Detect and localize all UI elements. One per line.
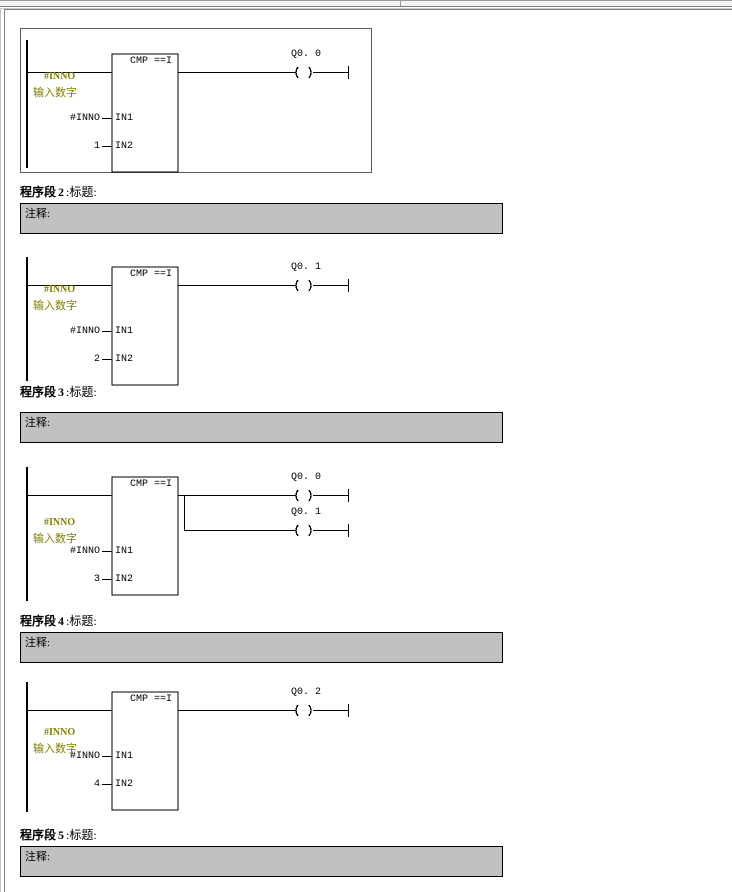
network-3-coil-2-operand[interactable]: Q0. 1 bbox=[291, 507, 322, 518]
network-3-symbol-name: #INNO bbox=[44, 517, 76, 528]
network-4-comment-box[interactable]: 注释: bbox=[20, 632, 503, 663]
network-2-title: 标题: bbox=[69, 185, 97, 199]
network-5-prefix: 程序段 bbox=[20, 828, 57, 842]
network-2-number: 2 bbox=[58, 185, 65, 199]
network-2-coil-1-operand[interactable]: Q0. 1 bbox=[291, 262, 322, 273]
network-2-rung[interactable]: CMP ==I IN1 IN2 #INNO 输入数字 #INNO 2 Q0. 1 bbox=[6, 249, 386, 394]
network-2-prefix: 程序段 bbox=[20, 185, 57, 199]
network-4-in2-label: IN2 bbox=[115, 779, 134, 790]
network-4-in2-operand[interactable]: 4 bbox=[93, 779, 100, 790]
network-5-title: 标题: bbox=[69, 828, 97, 842]
network-3-coil-1-operand[interactable]: Q0. 0 bbox=[291, 472, 322, 483]
network-2-box-title: CMP ==I bbox=[130, 269, 173, 280]
ladder-editor-pane[interactable]: CMP ==I IN1 IN2 #INNO 输入数字 #INNO 1 Q0. 0… bbox=[0, 9, 732, 892]
network-5-sep: : bbox=[66, 828, 70, 842]
chrome-tab-band[interactable] bbox=[0, 1, 732, 7]
network-3-sep: : bbox=[66, 385, 70, 399]
network-2-in1-operand[interactable]: #INNO bbox=[69, 326, 100, 337]
editor-frame-left bbox=[4, 9, 5, 892]
network-4-symbol-comment: 输入数字 bbox=[33, 743, 77, 755]
chrome-tab-separator bbox=[400, 1, 401, 6]
network-4-title: 标题: bbox=[69, 614, 97, 628]
network-3-comment-box[interactable]: 注释: bbox=[20, 412, 503, 443]
network-1-box-title: CMP ==I bbox=[130, 56, 173, 67]
network-4-comment-text: 注释: bbox=[25, 637, 51, 649]
network-3-in2-label: IN2 bbox=[115, 574, 134, 585]
network-3-box-title: CMP ==I bbox=[130, 479, 173, 490]
network-1-coil-1-operand[interactable]: Q0. 0 bbox=[291, 49, 322, 60]
network-1-rung[interactable]: CMP ==I IN1 IN2 #INNO 输入数字 #INNO 1 Q0. 0 bbox=[6, 28, 386, 183]
network-1-symbol-comment: 输入数字 bbox=[33, 87, 77, 99]
editor-frame-outer-left bbox=[0, 9, 1, 892]
network-canvas[interactable]: CMP ==I IN1 IN2 #INNO 输入数字 #INNO 1 Q0. 0… bbox=[6, 10, 732, 892]
network-4-prefix: 程序段 bbox=[20, 614, 57, 628]
network-3-in1-label: IN1 bbox=[115, 546, 134, 557]
network-4-symbol-name: #INNO bbox=[44, 727, 76, 738]
network-3-in2-operand[interactable]: 3 bbox=[93, 574, 100, 585]
network-4-number: 4 bbox=[58, 614, 65, 628]
network-3-symbol-comment: 输入数字 bbox=[33, 533, 77, 545]
network-3-comment-text: 注释: bbox=[25, 417, 51, 429]
window-chrome-strip bbox=[0, 0, 732, 9]
network-2-symbol-name: #INNO bbox=[44, 284, 76, 295]
network-2-comment-box[interactable]: 注释: bbox=[20, 203, 503, 234]
editor-frame-top bbox=[4, 9, 732, 10]
network-4-rung[interactable]: CMP ==I IN1 IN2 #INNO 输入数字 #INNO 4 Q0. 2 bbox=[6, 674, 386, 824]
network-2-comment-text: 注释: bbox=[25, 208, 51, 220]
network-2-symbol-comment: 输入数字 bbox=[33, 300, 77, 312]
network-1-in2-label: IN2 bbox=[115, 141, 134, 152]
network-5-comment-text: 注释: bbox=[25, 851, 51, 863]
network-1-in1-label: IN1 bbox=[115, 113, 134, 124]
network-3-title: 标题: bbox=[69, 385, 97, 399]
network-2-in2-operand[interactable]: 2 bbox=[93, 354, 100, 365]
network-5-comment-box[interactable]: 注释: bbox=[20, 846, 503, 877]
network-2-sep: : bbox=[66, 185, 70, 199]
network-1-symbol-name: #INNO bbox=[44, 71, 76, 82]
network-5-number: 5 bbox=[58, 828, 65, 842]
network-4-in1-label: IN1 bbox=[115, 751, 134, 762]
network-4-in1-operand[interactable]: #INNO bbox=[69, 751, 100, 762]
chrome-bottom-line bbox=[0, 8, 732, 9]
network-2-in1-label: IN1 bbox=[115, 326, 134, 337]
network-4-coil-1-operand[interactable]: Q0. 2 bbox=[291, 687, 322, 698]
network-4-sep: : bbox=[66, 614, 70, 628]
network-4-box-title: CMP ==I bbox=[130, 694, 173, 705]
network-1-in2-operand[interactable]: 1 bbox=[93, 141, 100, 152]
network-3-number: 3 bbox=[58, 385, 65, 399]
network-2-in2-label: IN2 bbox=[115, 354, 134, 365]
network-1-in1-operand[interactable]: #INNO bbox=[69, 113, 100, 124]
network-3-in1-operand[interactable]: #INNO bbox=[69, 546, 100, 557]
network-3-rung[interactable]: CMP ==I IN1 IN2 #INNO 输入数字 #INNO 3 Q0. 0… bbox=[6, 459, 386, 614]
network-3-prefix: 程序段 bbox=[20, 385, 57, 399]
chrome-top-line bbox=[0, 0, 732, 1]
